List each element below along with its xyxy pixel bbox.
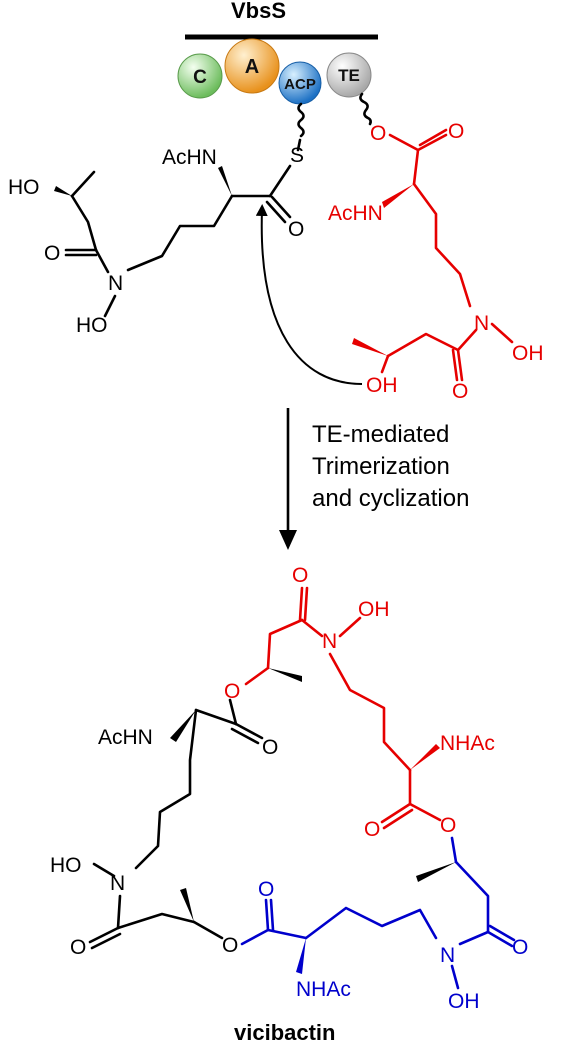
prod-black-amide-o: O — [70, 936, 86, 959]
black-carbonyl-o: O — [288, 218, 304, 241]
prod-red-ring-o: O — [440, 814, 456, 837]
domain-acp-label: ACP — [284, 76, 316, 93]
prod-red-carbonyl-o: O — [364, 818, 380, 841]
reaction-arrow-head — [279, 530, 297, 550]
prod-blue-n-oh: OH — [448, 990, 480, 1013]
red-monomer: O O AcHN N OH O OH — [328, 120, 544, 403]
domain-c: C — [177, 53, 223, 99]
black-monomer: S O AcHN N HO O HO — [8, 138, 304, 337]
black-n: N — [108, 272, 123, 295]
prod-red-nhac: NHAc — [440, 732, 495, 755]
prod-blue-n: N — [440, 944, 455, 967]
prod-red-n-oh: OH — [358, 598, 390, 621]
domain-te-label: TE — [338, 66, 360, 85]
prod-black-achn: AcHN — [98, 726, 153, 749]
black-amide-o: O — [44, 242, 60, 265]
prod-black-n-ho: HO — [50, 854, 82, 877]
reaction-step: TE-mediated Trimerization and cyclizatio… — [279, 408, 469, 550]
red-amide-o: O — [452, 380, 468, 403]
black-achn: AcHN — [162, 146, 217, 169]
red-achn: AcHN — [328, 202, 383, 225]
prod-blue-amide-o: O — [512, 936, 528, 959]
attack-arrow — [255, 204, 363, 385]
condition-line-2: Trimerization — [312, 453, 450, 480]
prod-red-amide-o: O — [292, 564, 308, 587]
prod-black-carbonyl-o: O — [262, 736, 278, 759]
condition-line-3: and cyclization — [312, 485, 469, 512]
domain-acp: ACP — [278, 61, 322, 105]
domain-te: TE — [326, 52, 372, 98]
red-n-oh: OH — [512, 342, 544, 365]
red-ester-o: O — [370, 122, 386, 145]
prod-red-n: N — [322, 630, 337, 653]
black-ho: HO — [8, 176, 40, 199]
enzyme-name: VbsS — [231, 0, 286, 23]
red-carbonyl-o: O — [448, 120, 464, 143]
red-n: N — [474, 312, 489, 335]
vicibactin-structure: O N OH O NHAc O O O AcHN N HO O O — [50, 564, 528, 1045]
thioester-s: S — [290, 144, 304, 167]
red-oh: OH — [366, 374, 398, 397]
prod-blue-carbonyl-o: O — [258, 878, 274, 901]
vbss-enzyme: VbsS C A ACP TE — [177, 0, 378, 138]
prod-black-ester-o: O — [222, 934, 238, 957]
te-tether — [359, 92, 372, 126]
prod-blue-nhac: NHAc — [296, 978, 351, 1001]
prod-black-n: N — [110, 872, 125, 895]
prod-red-ester-o: O — [224, 680, 240, 703]
acp-tether — [297, 102, 305, 138]
domain-a: A — [224, 38, 280, 94]
domain-c-label: C — [193, 67, 207, 88]
condition-line-1: TE-mediated — [312, 421, 449, 448]
black-n-ho: HO — [76, 314, 108, 337]
product-name: vicibactin — [234, 1020, 335, 1045]
domain-a-label: A — [245, 56, 259, 78]
